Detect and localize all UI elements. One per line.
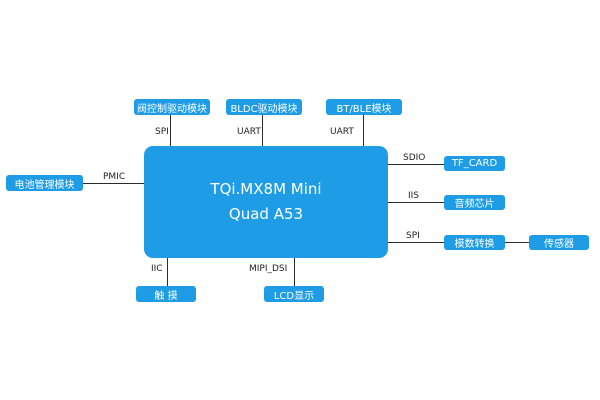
- link-label-sdio: SDIO: [403, 153, 426, 163]
- connector-tf-card: [388, 164, 444, 165]
- battery-management-block: 电池管理模块: [6, 175, 83, 191]
- connector-lcd: [294, 258, 295, 286]
- connector-bldc: [262, 114, 263, 146]
- touch-block: 触 摸: [136, 286, 196, 302]
- link-label-mipi-dsi: MIPI_DSI: [249, 264, 288, 274]
- link-label-iic: IIC: [151, 264, 163, 274]
- link-label-uart-right: UART: [330, 127, 354, 137]
- audio-chip-block: 音频芯片: [444, 195, 505, 210]
- link-label-pmic: PMIC: [103, 172, 126, 182]
- lcd-display-block: LCD显示: [264, 286, 324, 302]
- link-label-uart-mid: UART: [237, 127, 261, 137]
- link-label-iis: IIS: [408, 191, 420, 201]
- processor-name: TQi.MX8M Mini: [210, 180, 322, 198]
- bldc-module-block: BLDC驱动模块: [226, 99, 302, 115]
- valve-control-module-block: 阀控制驱动模块: [134, 99, 210, 115]
- connector-audio: [388, 202, 444, 203]
- connector-adc: [388, 242, 444, 243]
- connector-valve: [170, 114, 171, 146]
- sensor-block: 传感器: [529, 235, 589, 250]
- processor-core: Quad A53: [228, 205, 304, 223]
- connector-adc-sensor: [505, 242, 529, 243]
- link-label-spi-top: SPI: [155, 127, 169, 137]
- connector-bt: [363, 114, 364, 146]
- adc-block: 模数转换: [444, 235, 505, 250]
- link-label-spi-right: SPI: [406, 231, 420, 241]
- connector-touch: [167, 258, 168, 286]
- connector-battery: [83, 183, 144, 184]
- processor-block: TQi.MX8M Mini Quad A53: [144, 146, 388, 258]
- bt-ble-module-block: BT/BLE模块: [326, 99, 402, 115]
- tf-card-block: TF_CARD: [444, 156, 505, 171]
